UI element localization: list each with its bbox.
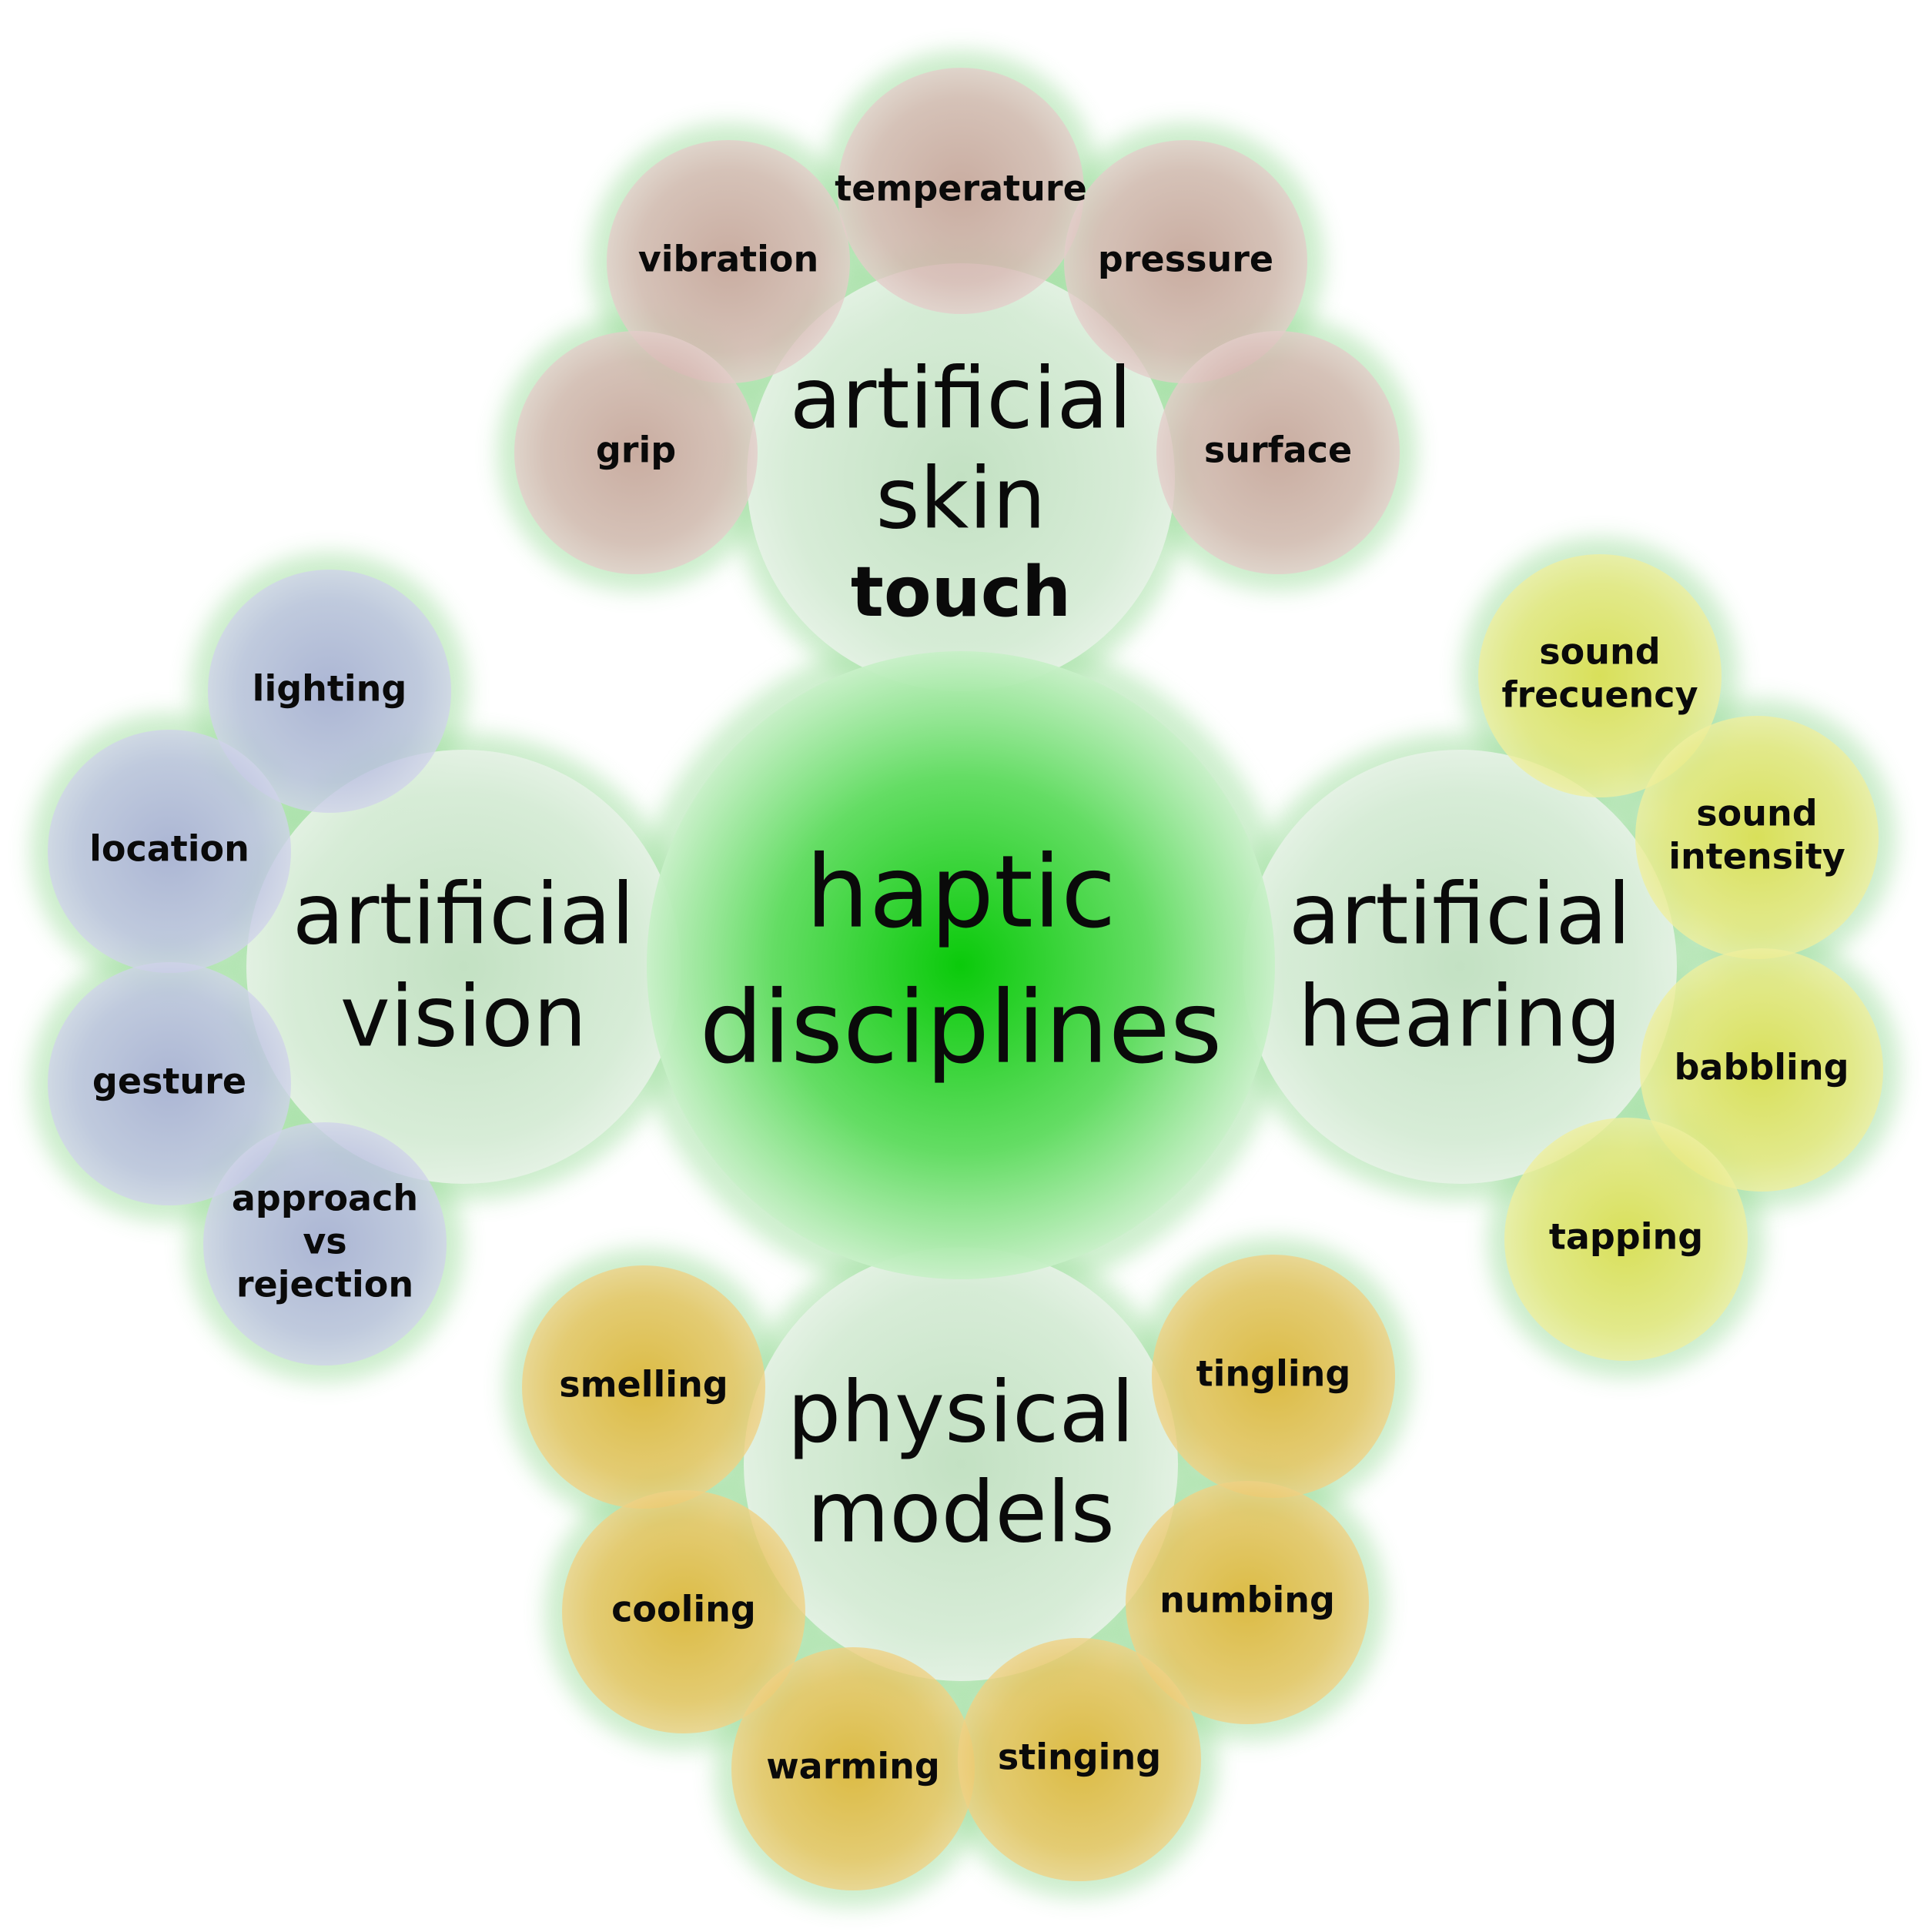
leaf-hearing-2-label: babbling bbox=[1674, 1047, 1849, 1088]
leaf-physical-5-circle bbox=[958, 1638, 1201, 1881]
leaf-physical-2-circle bbox=[562, 1490, 805, 1733]
leaf-skin-3-label-line: grip bbox=[596, 430, 676, 471]
leaf-hearing-3-circle bbox=[1504, 1118, 1748, 1361]
leaf-physical-1-circle bbox=[1152, 1255, 1395, 1498]
leaf-physical-4-label-line: warming bbox=[766, 1746, 940, 1787]
leaf-hearing-2-circle bbox=[1640, 948, 1883, 1192]
hub-vision-title-line: artificial bbox=[293, 864, 635, 963]
leaf-hearing-1-label-line: sound bbox=[1696, 793, 1817, 834]
leaf-vision-3-label-line: approach bbox=[232, 1178, 418, 1219]
leaf-skin-2-label-line: pressure bbox=[1098, 239, 1273, 280]
leaf-vision-3-circle bbox=[203, 1122, 447, 1365]
leaf-physical-5-label-line: stinging bbox=[998, 1736, 1161, 1778]
leaf-skin-4-label-line: surface bbox=[1204, 430, 1352, 471]
leaf-hearing-1-circle bbox=[1635, 716, 1879, 959]
leaf-skin-1-label-line: vibration bbox=[638, 239, 819, 280]
leaf-skin-0-label: temperature bbox=[835, 168, 1087, 209]
leaf-skin-2-label: pressure bbox=[1098, 239, 1273, 280]
leaf-physical-0-circle bbox=[522, 1265, 765, 1509]
leaf-skin-2-circle bbox=[1064, 140, 1307, 383]
hub-skin-subtitle: touch bbox=[851, 552, 1071, 633]
leaf-physical-4-circle bbox=[731, 1647, 975, 1890]
hub-hearing-title-line: hearing bbox=[1298, 967, 1621, 1065]
leaf-physical-3-label-line: numbing bbox=[1159, 1579, 1335, 1621]
leaf-skin-4-circle bbox=[1156, 331, 1400, 574]
leaf-physical-2-label-line: cooling bbox=[611, 1589, 756, 1630]
center-title-line: disciplines bbox=[700, 969, 1223, 1086]
hub-vision-circle bbox=[246, 750, 681, 1184]
leaf-physical-0-label: smelling bbox=[559, 1364, 728, 1406]
hub-hearing-title-line: artificial bbox=[1289, 864, 1631, 963]
leaf-hearing-3-label: tapping bbox=[1549, 1216, 1703, 1258]
hub-physical-circle bbox=[744, 1247, 1178, 1681]
leaf-vision-2-label-line: gesture bbox=[92, 1061, 246, 1102]
hub-physical-title-line: models bbox=[807, 1462, 1115, 1561]
center-circle bbox=[647, 651, 1275, 1279]
hub-physical-title-line: physical bbox=[788, 1362, 1135, 1461]
leaf-vision-0-label-line: lighting bbox=[253, 668, 407, 710]
hub-vision-title-line: vision bbox=[340, 967, 587, 1065]
leaf-physical-1-label: tingling bbox=[1196, 1353, 1351, 1395]
leaf-physical-4-label: warming bbox=[766, 1746, 940, 1787]
leaf-vision-1-label-line: location bbox=[89, 828, 249, 870]
leaf-hearing-0-label-line: sound bbox=[1539, 631, 1660, 673]
leaf-physical-0-label-line: smelling bbox=[559, 1364, 728, 1406]
leaf-physical-2-label: cooling bbox=[611, 1589, 756, 1630]
leaf-vision-2-circle bbox=[48, 962, 291, 1205]
leaf-vision-0-label: lighting bbox=[253, 668, 407, 710]
center-title: haptic disciplines bbox=[700, 834, 1223, 1086]
leaf-vision-0-circle bbox=[208, 570, 451, 813]
leaf-physical-3-label: numbing bbox=[1159, 1579, 1335, 1621]
leaf-hearing-0-label-line: frecuency bbox=[1501, 674, 1698, 716]
leaf-physical-3-circle bbox=[1126, 1481, 1369, 1724]
center-title-line: haptic bbox=[805, 834, 1116, 951]
leaf-skin-3-label: grip bbox=[596, 430, 676, 471]
hub-skin-title-line: artificial bbox=[790, 349, 1133, 447]
hub-skin-title-line: skin bbox=[875, 449, 1046, 547]
leaf-physical-1-label-line: tingling bbox=[1196, 1353, 1351, 1395]
leaf-skin-0-label-line: temperature bbox=[835, 168, 1087, 209]
hub-skin-circle bbox=[747, 263, 1175, 691]
leaf-hearing-1-label-line: intensity bbox=[1668, 836, 1845, 877]
leaf-skin-0-circle bbox=[838, 68, 1084, 314]
leaf-vision-3-label-line: vs bbox=[303, 1221, 346, 1262]
leaf-skin-4-label: surface bbox=[1204, 430, 1352, 471]
leaf-hearing-3-label-line: tapping bbox=[1549, 1216, 1703, 1258]
leaf-skin-1-label: vibration bbox=[638, 239, 819, 280]
leaf-skin-3-circle bbox=[514, 331, 758, 574]
hub-hearing-circle bbox=[1243, 750, 1677, 1184]
leaf-hearing-0-circle bbox=[1478, 554, 1722, 797]
leaf-vision-1-circle bbox=[48, 730, 291, 973]
leaf-hearing-2-label-line: babbling bbox=[1674, 1047, 1849, 1088]
leaf-vision-1-label: location bbox=[89, 828, 249, 870]
leaf-vision-2-label: gesture bbox=[92, 1061, 246, 1102]
leaf-vision-3-label-line: rejection bbox=[236, 1264, 413, 1305]
leaf-skin-1-circle bbox=[607, 140, 850, 383]
leaf-physical-5-label: stinging bbox=[998, 1736, 1161, 1778]
